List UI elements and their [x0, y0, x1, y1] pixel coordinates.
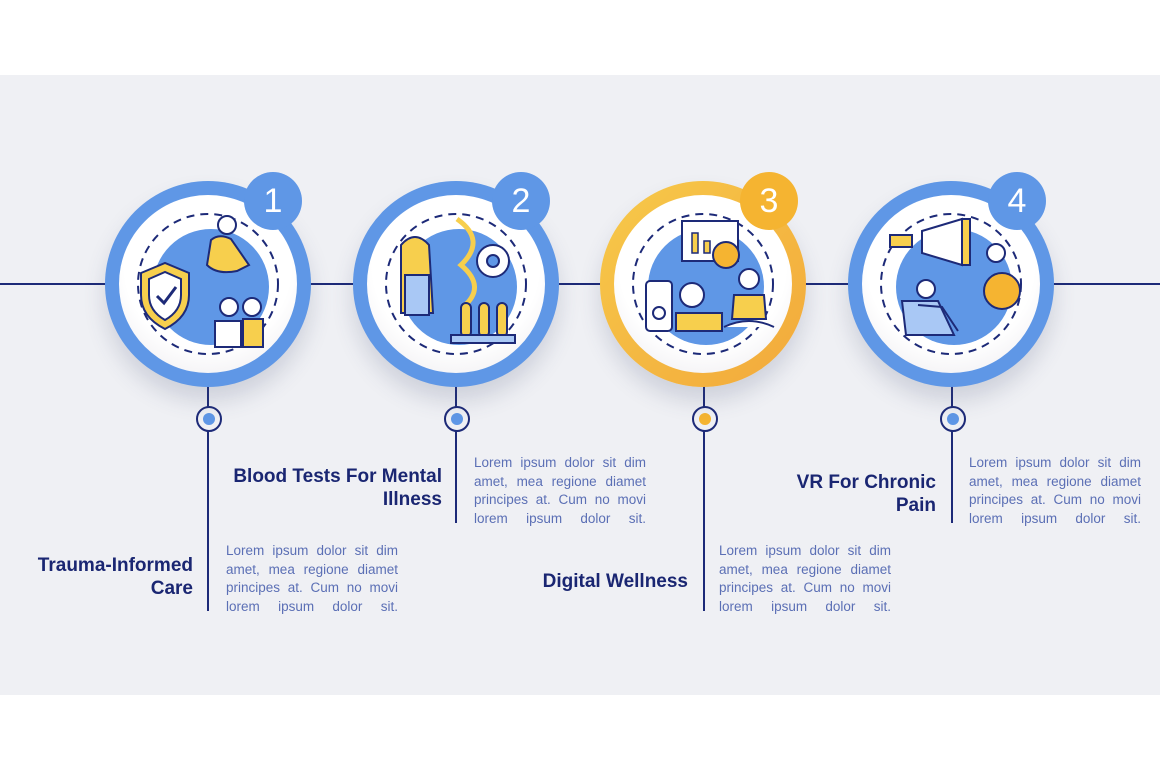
infographic-background	[0, 75, 1160, 695]
timeline-line	[0, 283, 1160, 285]
